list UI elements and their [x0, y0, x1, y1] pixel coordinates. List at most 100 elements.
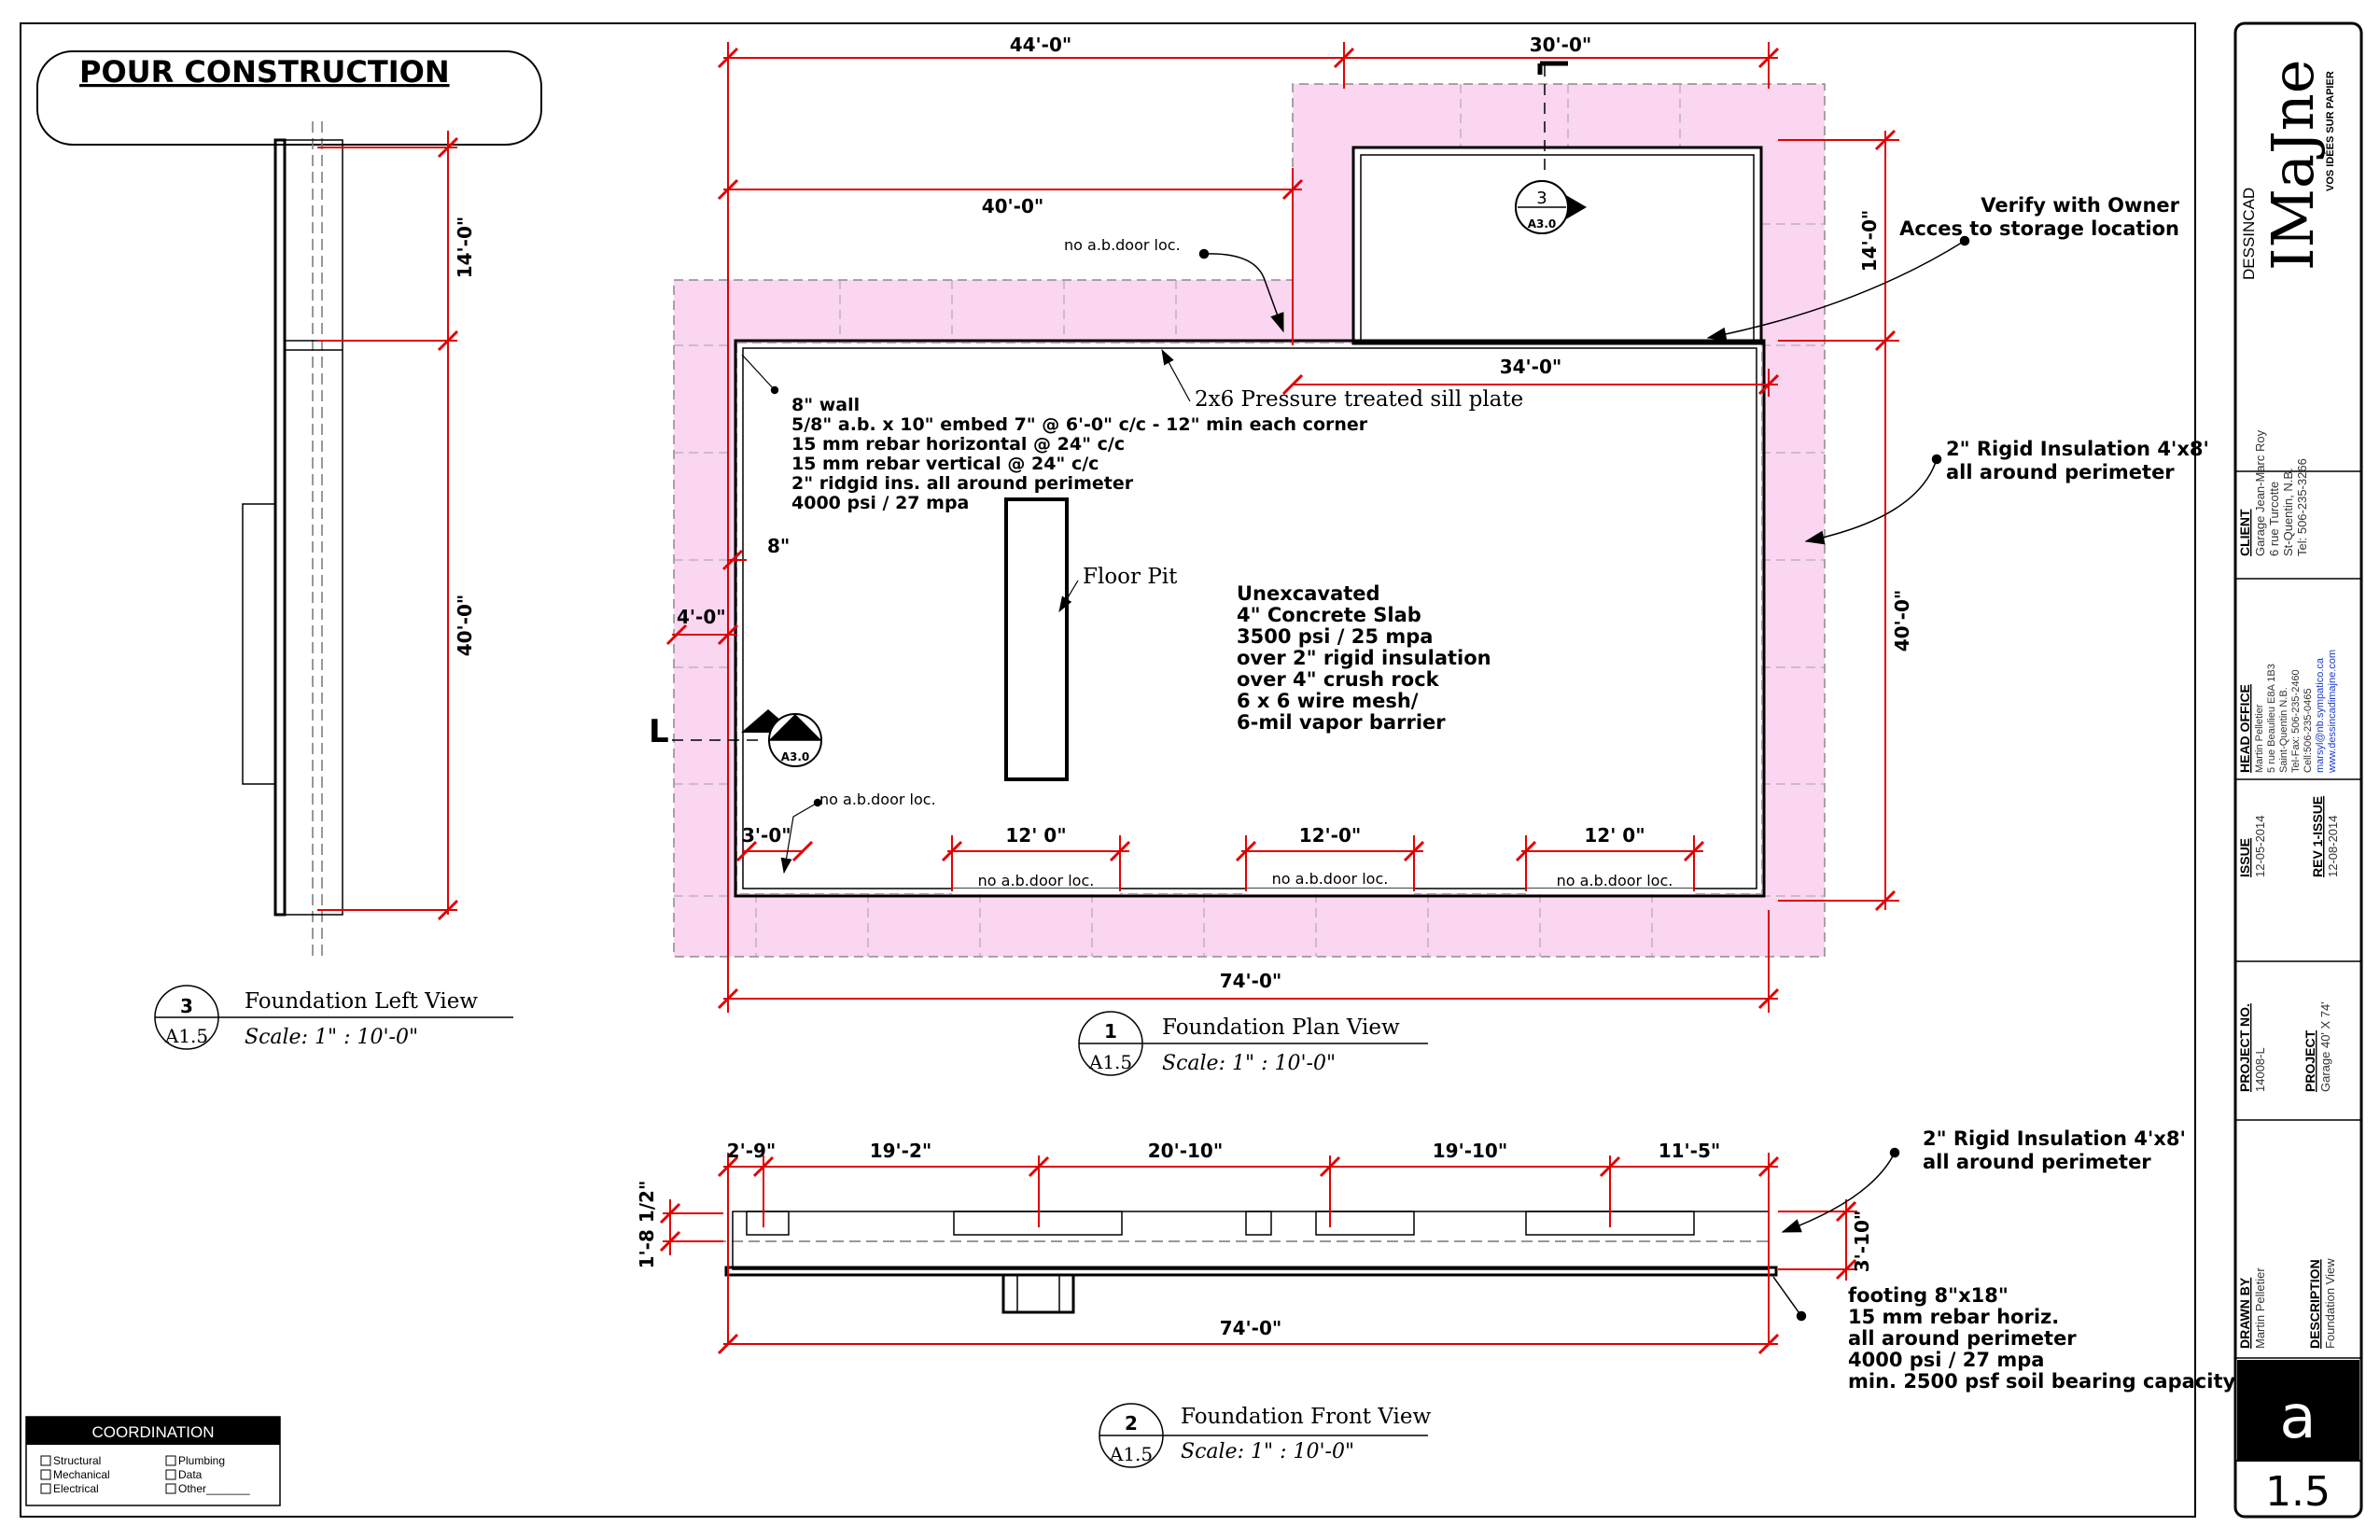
plan-dim-door-c: 12' 0" [1584, 824, 1645, 847]
foundation-left-view: 14'-0" 40'-0" [242, 121, 476, 957]
title-block-border [2233, 21, 2363, 1519]
plan-dim-40-mid: 40'-0" [982, 195, 1044, 217]
marker-3-num: 3 [1536, 189, 1547, 208]
footing-spec-line: footing 8"x18" [1848, 1284, 2009, 1307]
drawn-heading: DRAWN BY [2237, 1277, 2252, 1349]
note-no-ab-3: no a.b.door loc. [1557, 872, 1673, 889]
logo-tag: VOS IDÉES SUR PAPIER [2324, 71, 2336, 191]
left-view-scale: Scale: 1" : 10'-0" [245, 1026, 418, 1049]
front-dimensions: 2'-9" 19'-2" 20'-10" 19'-10" 11'-5" 74'-… [636, 1140, 1873, 1355]
foundation-front-view [681, 1211, 1778, 1314]
marker-3-ref: A3.0 [1528, 217, 1557, 231]
stamp-text: POUR CONSTRUCTION [79, 54, 450, 90]
note-verify-2: Acces to storage location [1899, 217, 2179, 240]
rev-heading: REV 1-ISSUE [2310, 796, 2325, 877]
plan-dim-40-right: 40'-0" [1891, 590, 1913, 652]
plan-notes: no a.b.door loc. 2x6 Pressure treated si… [741, 194, 2209, 889]
desc-value: Foundation View [2323, 1258, 2337, 1349]
wall-spec-line: 15 mm rebar vertical @ 24" c/c [791, 454, 1099, 474]
section-marker-3: 3 A3.0 [1515, 61, 1587, 234]
coord-item: Mechanical [53, 1468, 110, 1481]
office-email-link[interactable]: marsyl@nb.sympatico.ca [2315, 657, 2326, 773]
client-line: 6 rue Turcotte [2267, 482, 2281, 556]
office-line: 5 rue Beaulieu E8A 1B3 [2266, 664, 2277, 773]
coordination-box: COORDINATION Structural Plumbing Mechani… [25, 1416, 281, 1506]
front-dim-4: 19'-10" [1433, 1140, 1508, 1162]
slab-spec-line: over 4" crush rock [1237, 668, 1440, 691]
footing-spec-line: min. 2500 psf soil bearing capacity [1848, 1370, 2235, 1393]
note-floor-pit: Floor Pit [1083, 565, 1178, 589]
project-heading: PROJECT [2303, 1029, 2317, 1092]
left-view-title: 3 A1.5 Foundation Left View Scale: 1" : … [154, 985, 513, 1050]
checkbox-structural[interactable] [40, 1455, 51, 1466]
client-line: Garage Jean-Marc Roy [2253, 429, 2267, 556]
front-view-number: 2 [1125, 1412, 1138, 1435]
plan-view-scale: Scale: 1" : 10'-0" [1162, 1052, 1336, 1075]
coordination-header: COORDINATION [92, 1423, 215, 1441]
slab-spec-line: over 2" rigid insulation [1237, 647, 1491, 669]
client-heading: CLIENT [2237, 509, 2252, 556]
front-view-name: Foundation Front View [1181, 1405, 1432, 1429]
left-view-name: Foundation Left View [245, 989, 478, 1014]
coord-item: Other_______ [178, 1482, 250, 1495]
left-dim-upper: 14'-0" [454, 217, 476, 279]
checkbox-data[interactable] [165, 1469, 176, 1480]
slab-spec-line: 6-mil vapor barrier [1237, 711, 1446, 734]
left-dim-lower: 40'-0" [454, 595, 476, 657]
checkbox-electrical[interactable] [40, 1483, 51, 1494]
projno-heading: PROJECT NO. [2237, 1003, 2252, 1092]
plan-dim-34: 34'-0" [1500, 356, 1562, 378]
plan-dim-3ft: 3'-0" [742, 824, 791, 847]
plan-dim-door-b: 12'-0" [1299, 824, 1362, 847]
front-dim-3: 20'-10" [1148, 1140, 1224, 1162]
note-ins-2: all around perimeter [1946, 461, 2175, 483]
logo-pre: DESSINCAD [2240, 188, 2258, 280]
front-notes: 2" Rigid Insulation 4'x8' all around per… [1772, 1127, 2235, 1393]
wall-spec-line: 8" wall [791, 395, 860, 415]
plan-dimensions: 44'-0" 30'-0" 40'-0" 34'-0" 14'-0" 40'-0… [665, 34, 1913, 1013]
front-dim-left-h: 1'-8 1/2" [636, 1181, 658, 1269]
office-line: Martin Pelletier [2254, 704, 2265, 773]
slab-spec-line: 3500 psi / 25 mpa [1237, 625, 1433, 648]
client-line: St-Quentin, N.B. [2281, 468, 2295, 556]
front-view-scale: Scale: 1" : 10'-0" [1181, 1440, 1354, 1463]
foundation-plan-view [673, 83, 1826, 958]
plan-dim-44: 44'-0" [1010, 34, 1072, 56]
left-view-ref: A1.5 [164, 1025, 208, 1047]
coord-item: Electrical [53, 1482, 99, 1495]
desc-heading: DESCRIPTION [2307, 1259, 2322, 1349]
plan-dim-8in: 8" [767, 535, 790, 557]
office-line: Saint-Quentin N.B. [2278, 687, 2289, 773]
checkbox-mechanical[interactable] [40, 1469, 51, 1480]
sheet-number: 1.5 [2265, 1468, 2331, 1516]
footing-spec-line: 4000 psi / 27 mpa [1848, 1349, 2044, 1371]
plan-view-title: 1 A1.5 Foundation Plan View Scale: 1" : … [1078, 1011, 1428, 1076]
note-no-ab-top: no a.b.door loc. [1064, 236, 1181, 254]
issue-heading: ISSUE [2237, 838, 2252, 877]
front-note-ins-2: all around perimeter [1923, 1151, 2151, 1173]
plan-dim-door-a: 12' 0" [1005, 824, 1066, 847]
plan-view-name: Foundation Plan View [1162, 1015, 1400, 1040]
rev-date: 12-08-2014 [2326, 816, 2340, 878]
projno-value: 14008-L [2253, 1047, 2267, 1092]
logo-main: IMaJne [2259, 60, 2327, 271]
office-website-link[interactable]: www.dessincadimajne.com [2327, 650, 2338, 774]
wall-spec-line: 15 mm rebar horizontal @ 24" c/c [791, 434, 1125, 455]
wall-spec-line: 5/8" a.b. x 10" embed 7" @ 6'-0" c/c - 1… [791, 414, 1368, 435]
slab-spec-line: 6 x 6 wire mesh/ [1237, 690, 1419, 712]
office-heading: HEAD OFFICE [2237, 684, 2252, 773]
front-dim-1: 2'-9" [727, 1140, 777, 1162]
office-line: Tel-Fax: 506-235-2460 [2290, 669, 2302, 773]
slab-spec-line: Unexcavated [1237, 582, 1380, 605]
front-dim-2: 19'-2" [870, 1140, 932, 1162]
checkbox-other[interactable] [165, 1483, 176, 1494]
front-view-title: 2 A1.5 Foundation Front View Scale: 1" :… [1099, 1403, 1432, 1468]
checkbox-plumbing[interactable] [165, 1455, 176, 1466]
coord-item: Structural [53, 1454, 101, 1467]
cut-line-l: L [649, 713, 669, 750]
wall-spec-line: 4000 psi / 27 mpa [791, 493, 969, 513]
section-marker-2: 2 A3.0 L [649, 709, 822, 767]
coord-item: Plumbing [178, 1454, 225, 1467]
front-view-ref: A1.5 [1109, 1443, 1153, 1465]
title-block: IMaJne DESSINCAD VOS IDÉES SUR PAPIER CL… [2235, 60, 2361, 1516]
